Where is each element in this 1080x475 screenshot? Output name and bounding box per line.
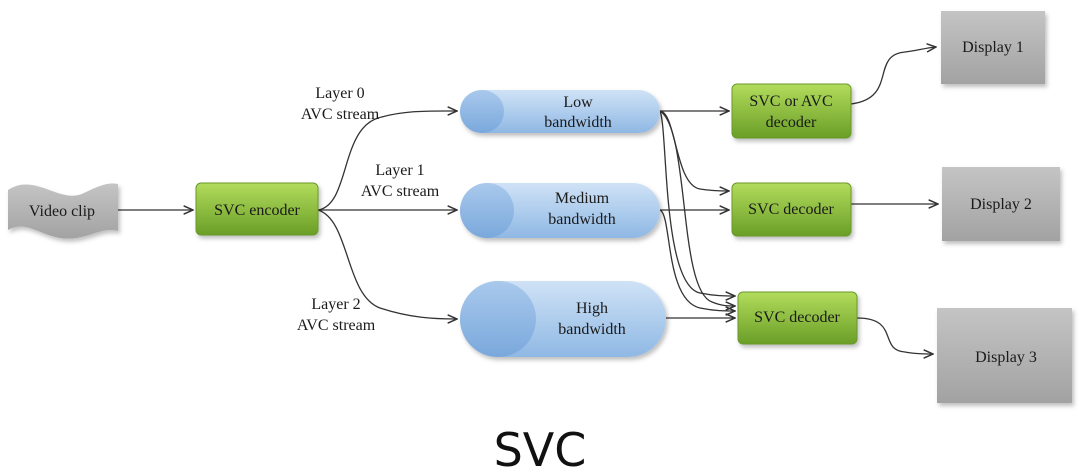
decoder-3-node: SVC decoder [737, 291, 858, 345]
edge-low-to-decoder3-a [659, 110, 735, 296]
decoder-3-box [737, 291, 858, 345]
high-bandwidth-line1: High [576, 300, 608, 317]
display-2-node: Display 2 [942, 167, 1060, 241]
decoder-1-node: SVC or AVC decoder [731, 83, 852, 139]
decoder-2-label: SVC decoder [748, 201, 834, 218]
svc-encoder-label: SVC encoder [214, 202, 300, 219]
decoder-1-line1: SVC or AVC [749, 93, 832, 110]
low-bandwidth-line2: bandwidth [544, 114, 612, 131]
edge-decoder1-to-display1 [850, 47, 936, 105]
medium-bandwidth-line2: bandwidth [548, 211, 616, 228]
medium-bandwidth-node: Medium bandwidth [460, 183, 660, 238]
layer-1-line1: Layer 1 [375, 162, 424, 179]
layer-1-label: Layer 1 AVC stream [361, 162, 440, 200]
low-bandwidth-cap [460, 90, 504, 133]
display-1-node: Display 1 [941, 11, 1045, 84]
edge-encoder-to-low [317, 111, 457, 211]
edge-low-to-decoder3-b [659, 110, 735, 306]
display-3-box [937, 308, 1072, 403]
wavy-banner-shape [8, 183, 118, 239]
video-clip-label: Video clip [29, 203, 95, 220]
display-3-label: Display 3 [975, 349, 1037, 366]
medium-bandwidth-cap [460, 183, 514, 238]
display-2-label: Display 2 [970, 196, 1032, 213]
display-1-label: Display 1 [962, 39, 1024, 56]
svc-encoder-node: SVC encoder [195, 182, 319, 236]
display-2-box [942, 167, 1060, 241]
medium-bandwidth-line1: Medium [555, 190, 610, 207]
edges [118, 47, 938, 354]
edge-encoder-to-high [317, 209, 457, 319]
decoder-1-box [731, 83, 852, 139]
low-bandwidth-node: Low bandwidth [460, 90, 660, 133]
high-bandwidth-line2: bandwidth [558, 321, 626, 338]
video-clip-node: Video clip [8, 183, 118, 239]
edge-low-to-decoder2 [659, 110, 729, 191]
high-bandwidth-cap [460, 281, 536, 357]
low-bandwidth-body [460, 90, 660, 133]
low-bandwidth-line1: Low [563, 94, 593, 111]
layer-2-label: Layer 2 AVC stream [297, 296, 376, 334]
display-3-node: Display 3 [937, 308, 1072, 403]
layer-1-line2: AVC stream [361, 183, 440, 200]
decoder-1-line2: decoder [766, 114, 817, 131]
decoder-3-label: SVC decoder [754, 309, 840, 326]
display-1-box [941, 11, 1045, 84]
decoder-2-box [731, 182, 852, 237]
edge-medium-to-decoder3 [659, 209, 735, 311]
svc-encoder-box [195, 182, 319, 236]
layer-2-line2: AVC stream [297, 317, 376, 334]
layer-0-label: Layer 0 AVC stream [301, 85, 380, 123]
high-bandwidth-node: High bandwidth [460, 281, 666, 357]
diagram-title: SVC [494, 423, 587, 475]
layer-0-line1: Layer 0 [315, 85, 364, 102]
layer-2-line1: Layer 2 [311, 296, 360, 313]
layer-0-line2: AVC stream [301, 106, 380, 123]
decoder-2-node: SVC decoder [731, 182, 852, 237]
edge-decoder3-to-display3 [856, 317, 933, 354]
